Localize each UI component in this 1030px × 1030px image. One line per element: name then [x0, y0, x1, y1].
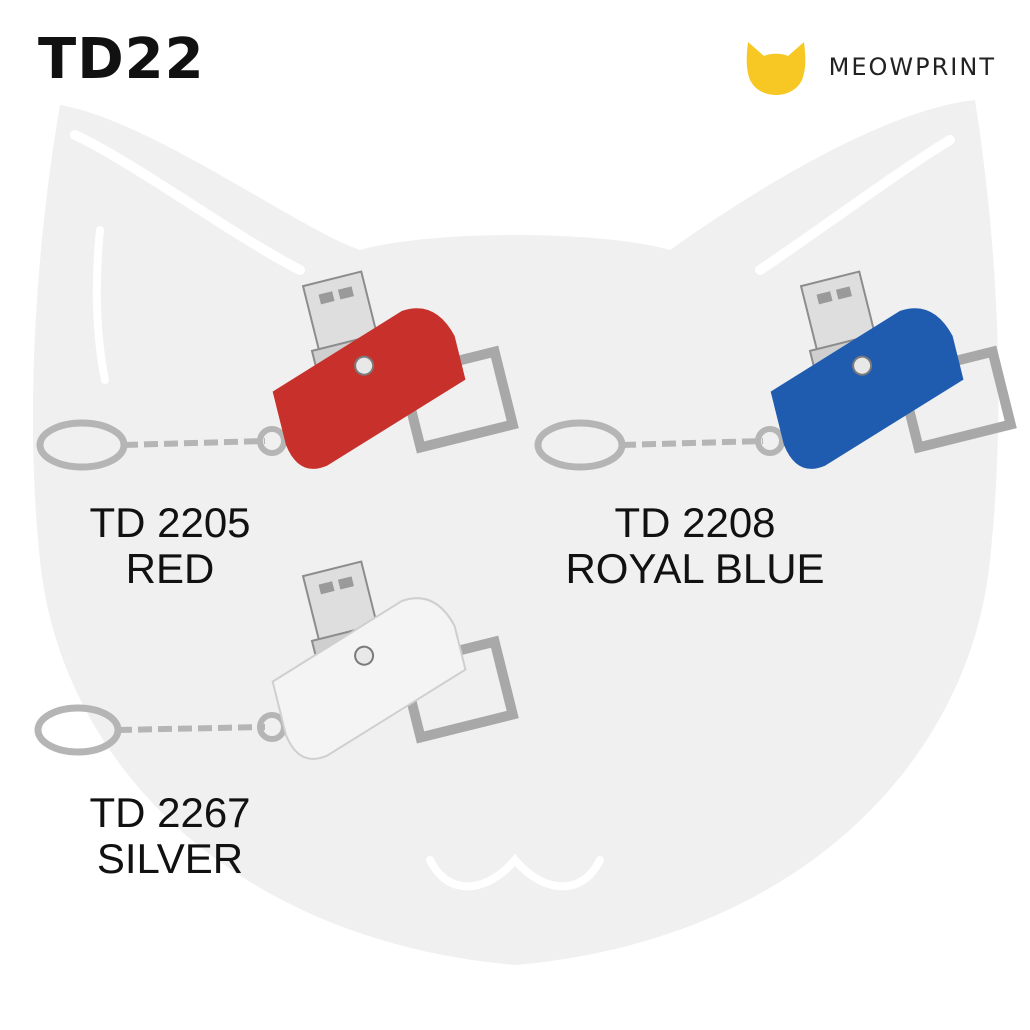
product-caption-red: TD 2205 RED: [40, 500, 300, 592]
product-color-name: ROYAL BLUE: [565, 545, 825, 592]
brand-name: MEOWPRINT: [828, 53, 996, 81]
page-title: TD22: [38, 27, 205, 92]
product-caption-silver: TD 2267 SILVER: [40, 790, 300, 882]
product-caption-royal-blue: TD 2208 ROYAL BLUE: [520, 500, 870, 592]
product-code: TD 2267: [89, 789, 251, 836]
usb-drive-silver-image: [34, 560, 519, 760]
product-color-name: SILVER: [96, 835, 244, 882]
usb-drive-red-image: [36, 270, 519, 471]
product-code: TD 2208: [614, 499, 776, 546]
usb-drive-royal-blue-image: [534, 270, 1017, 471]
product-code: TD 2205: [89, 499, 251, 546]
brand-header: MEOWPRINT: [745, 38, 996, 96]
cat-head-icon: [746, 42, 805, 95]
product-color-name: RED: [125, 545, 215, 592]
